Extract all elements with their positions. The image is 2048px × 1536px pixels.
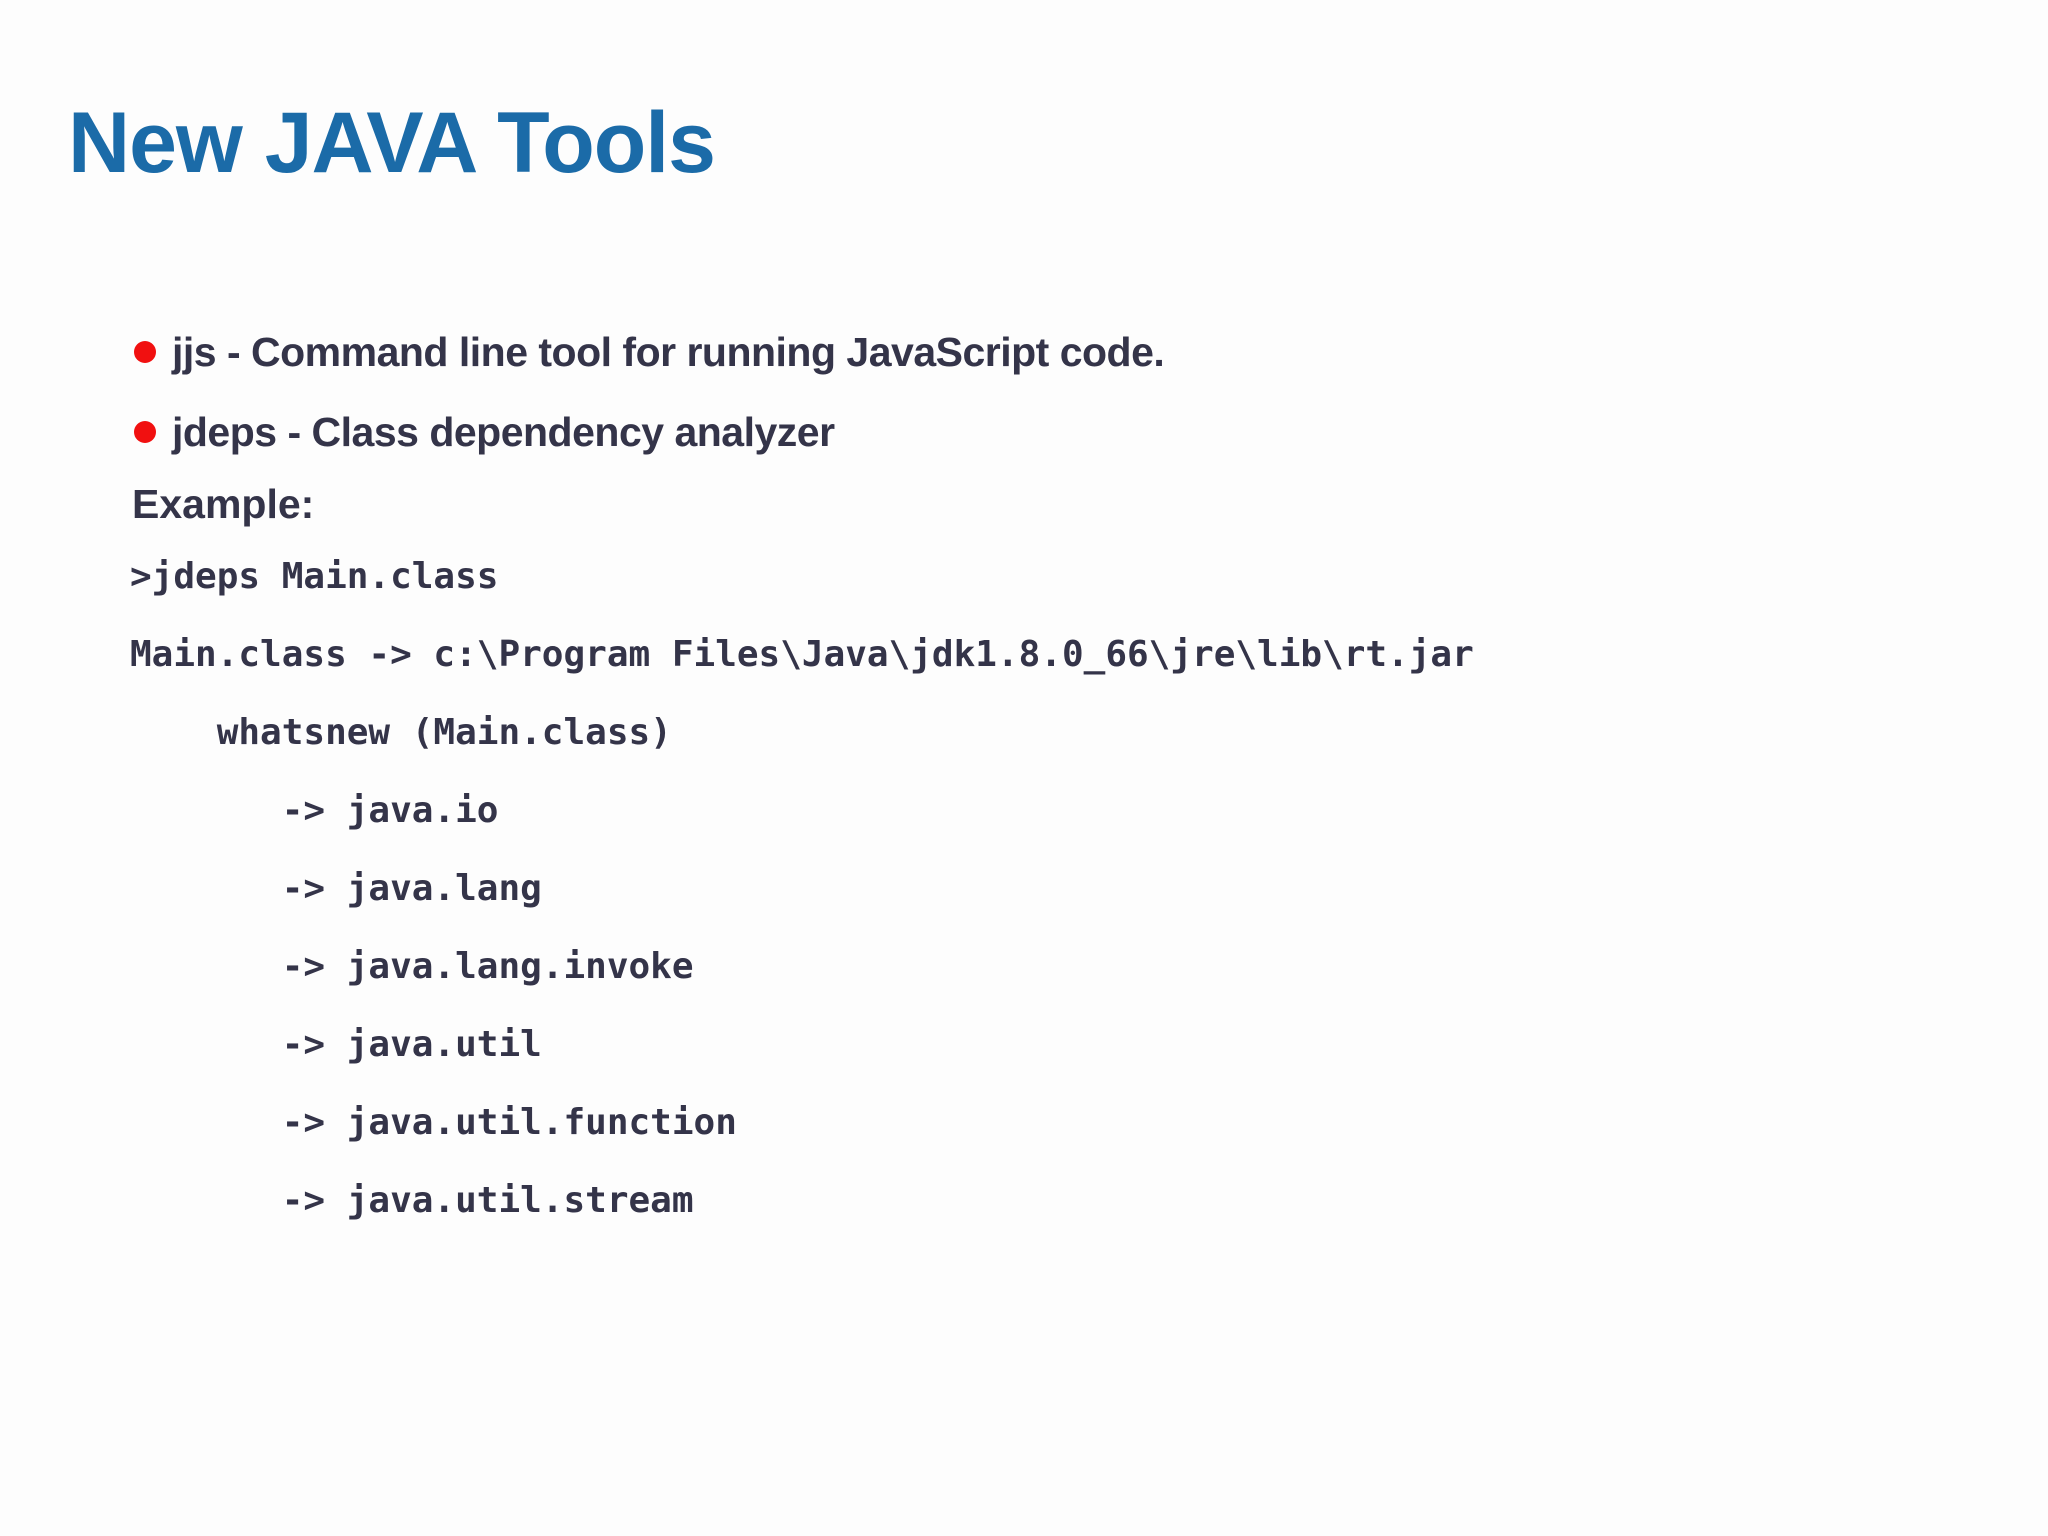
code-line-whatsnew: whatsnew (Main.class)	[130, 712, 672, 753]
example-label: Example:	[132, 481, 315, 527]
code-line-java-lang-invoke: -> java.lang.invoke	[130, 946, 694, 987]
code-line-mainclass-path: Main.class -> c:\Program Files\Java\jdk1…	[130, 634, 1474, 675]
bullet-item-jdeps: jdeps - Class dependency analyzer	[134, 392, 1164, 472]
code-line-java-util-function: -> java.util.function	[130, 1102, 737, 1143]
bullet-list: jjs - Command line tool for running Java…	[134, 312, 1165, 472]
code-line-command: >jdeps Main.class	[130, 556, 499, 597]
code-block: >jdeps Main.class Main.class -> c:\Progr…	[130, 538, 1474, 1240]
bullet-item-jjs: jjs - Command line tool for running Java…	[134, 312, 1165, 392]
code-line-java-io: -> java.io	[130, 790, 499, 831]
code-line-java-util-stream: -> java.util.stream	[130, 1180, 694, 1221]
code-line-java-lang: -> java.lang	[130, 868, 542, 909]
bullet-dot-icon	[134, 421, 156, 443]
bullet-label-jdeps: jdeps - Class dependency analyzer	[172, 408, 835, 455]
slide-title: New JAVA Tools	[68, 95, 716, 191]
bullet-dot-icon	[134, 341, 156, 363]
bullet-label-jjs: jjs - Command line tool for running Java…	[172, 328, 1165, 375]
code-line-java-util: -> java.util	[130, 1024, 542, 1065]
